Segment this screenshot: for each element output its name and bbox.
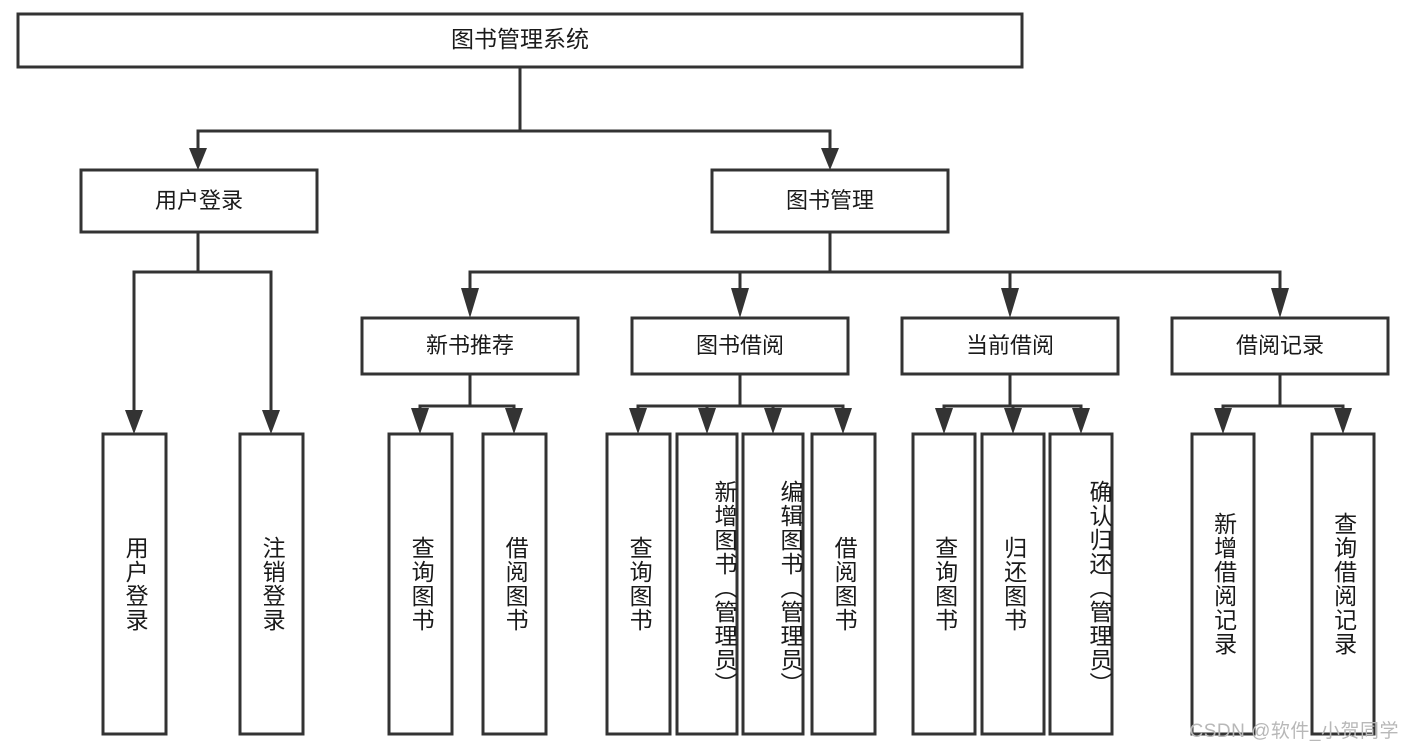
node-user-login[interactable]: 用户登录	[79, 168, 319, 234]
leaf-box-borrow-book-2[interactable]	[810, 432, 877, 736]
arrowhead-current-l2	[1004, 408, 1022, 434]
csdn-watermark: CSDN @软件_小贺同学	[1189, 721, 1399, 742]
leaf-box-borrow-book-1[interactable]	[481, 432, 548, 736]
node-book-borrow[interactable]: 图书借阅	[630, 316, 850, 376]
node-new-book-recommend[interactable]: 新书推荐	[360, 316, 580, 376]
leaf-box-user-login[interactable]	[101, 432, 168, 736]
node-borrow-record[interactable]: 借阅记录	[1170, 316, 1390, 376]
arrowhead-bookmgmt-c2	[731, 288, 749, 318]
arrowhead-record-l2	[1334, 408, 1352, 434]
node-user-login-box[interactable]	[79, 168, 319, 234]
leaf-box-edit-book-admin[interactable]	[741, 432, 805, 736]
leaf-box-return-book[interactable]	[980, 432, 1046, 736]
leaf-box-add-book-admin[interactable]	[675, 432, 739, 736]
leaf-box-logout[interactable]	[238, 432, 305, 736]
arrowhead-login-leaf2	[262, 410, 280, 434]
node-new-book-recommend-label: 新书推荐	[426, 333, 514, 358]
arrowhead-bookmgmt-c1	[461, 288, 479, 318]
node-book-management-box[interactable]	[710, 168, 950, 234]
node-new-book-recommend-box[interactable]	[360, 316, 580, 376]
leaf-box-query-book-3[interactable]	[911, 432, 977, 736]
arrowhead-bookmgmt-c3	[1001, 288, 1019, 318]
node-current-borrow-label: 当前借阅	[966, 333, 1054, 358]
arrowhead-current-l3	[1072, 408, 1090, 434]
node-borrow-record-label: 借阅记录	[1236, 333, 1324, 358]
connectors	[125, 65, 1352, 434]
leaf-box-confirm-return-admin[interactable]	[1048, 432, 1114, 736]
arrowhead-newbook-l1	[411, 408, 429, 434]
arrowhead-borrow-l1	[629, 408, 647, 434]
node-book-management-label: 图书管理	[786, 188, 874, 213]
node-book-borrow-label: 图书借阅	[696, 333, 784, 358]
arrowhead-root-to-login	[189, 148, 207, 170]
node-current-borrow[interactable]: 当前借阅	[900, 316, 1120, 376]
arrowhead-borrow-l2	[698, 408, 716, 434]
leaf-box-query-borrow-record[interactable]	[1310, 432, 1376, 736]
arrowhead-newbook-l2	[505, 408, 523, 434]
arrowhead-bookmgmt-c4	[1271, 288, 1289, 318]
node-root-label: 图书管理系统	[451, 26, 589, 52]
leaf-box-query-book-1[interactable]	[387, 432, 454, 736]
node-borrow-record-box[interactable]	[1170, 316, 1390, 376]
node-root-box[interactable]	[16, 12, 1024, 69]
node-root[interactable]: 图书管理系统	[16, 12, 1024, 69]
leaf-box-query-book-2[interactable]	[605, 432, 672, 736]
node-book-management[interactable]: 图书管理	[710, 168, 950, 234]
node-current-borrow-box[interactable]	[900, 316, 1120, 376]
arrowhead-login-leaf1	[125, 410, 143, 434]
leaf-box-add-borrow-record[interactable]	[1190, 432, 1256, 736]
arrowhead-record-l1	[1214, 408, 1232, 434]
arrowhead-borrow-l3	[764, 408, 782, 434]
node-user-login-label: 用户登录	[155, 188, 243, 213]
arrowhead-current-l1	[935, 408, 953, 434]
arrowhead-borrow-l4	[834, 408, 852, 434]
arrowhead-root-to-bookmgmt	[821, 148, 839, 170]
node-book-borrow-box[interactable]	[630, 316, 850, 376]
